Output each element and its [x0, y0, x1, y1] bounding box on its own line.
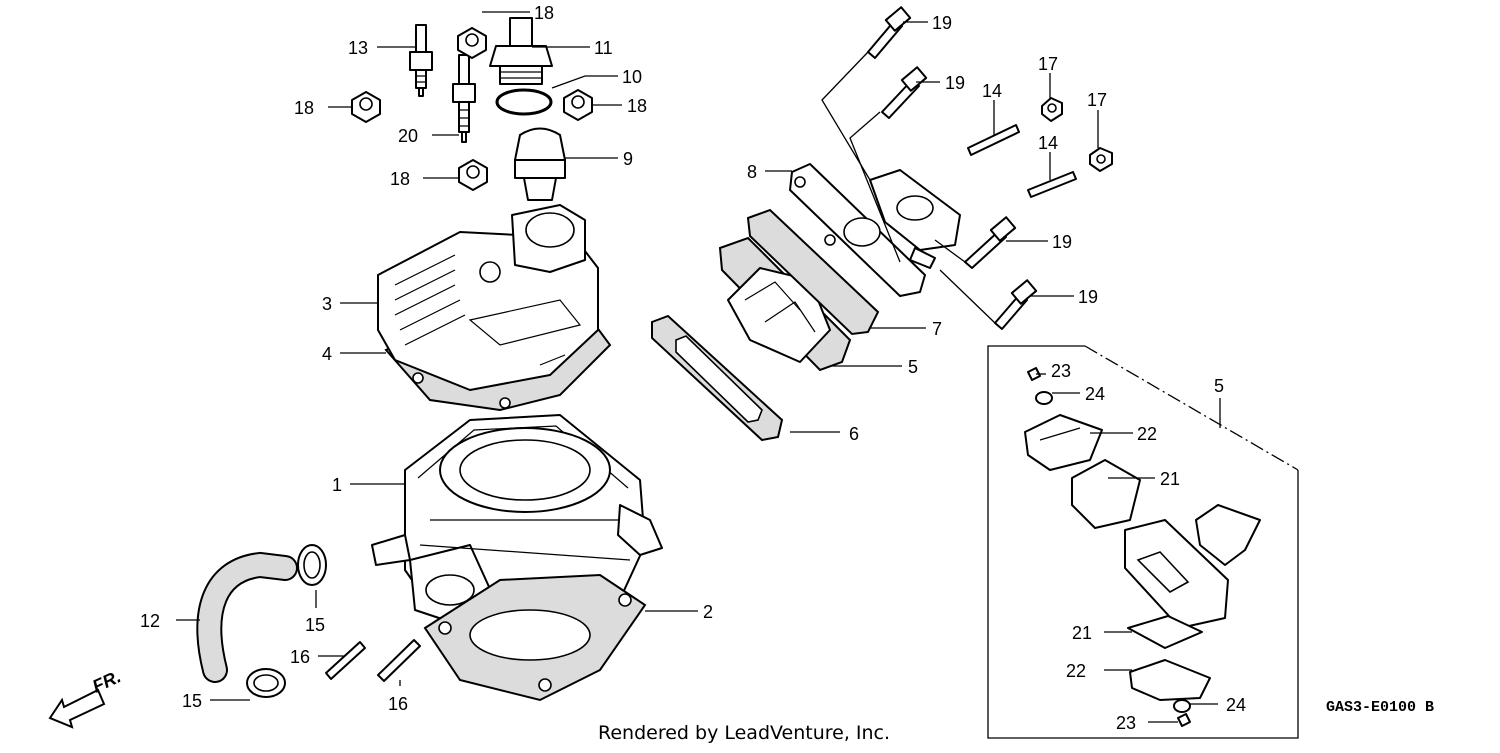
stud-16-left — [325, 641, 366, 680]
callout-24b: 24 — [1226, 695, 1246, 715]
callout-10: 10 — [622, 67, 642, 87]
callout-7: 7 — [932, 319, 942, 339]
reed-valve-gasket-6 — [651, 314, 784, 442]
callout-21a: 21 — [1160, 469, 1180, 489]
callout-19a: 19 — [932, 13, 952, 33]
hose-clamp-lower — [246, 668, 286, 698]
callout-8: 8 — [747, 162, 757, 182]
callout-17b: 17 — [1087, 90, 1107, 110]
cylinder-base-gasket — [423, 573, 647, 702]
bolt-19-b — [881, 66, 928, 119]
stud-16-right — [377, 639, 421, 682]
nut-18-right — [563, 89, 593, 121]
callout-16a: 16 — [290, 647, 310, 667]
reed-valve-assembly — [718, 236, 852, 372]
front-arrow-icon: FR. — [48, 666, 124, 729]
callout-3: 3 — [322, 294, 332, 314]
callout-1: 1 — [332, 475, 342, 495]
callout-14b: 14 — [1038, 133, 1058, 153]
bolt-19-a — [867, 6, 912, 59]
cylinder-head — [377, 204, 599, 391]
callout-19d: 19 — [1078, 287, 1098, 307]
reed-valve-gasket-7 — [746, 208, 880, 336]
callout-5: 5 — [908, 357, 918, 377]
callout-12: 12 — [140, 611, 160, 631]
callout-14a: 14 — [982, 81, 1002, 101]
callout-21b: 21 — [1072, 623, 1092, 643]
intake-manifold — [789, 163, 961, 297]
thermostat — [514, 127, 566, 201]
callout-18a: 18 — [534, 3, 554, 23]
callout-15a: 15 — [305, 615, 325, 635]
spark-plug-20 — [452, 54, 476, 143]
stud-14-b — [1027, 171, 1077, 198]
hose-clamp-upper — [297, 544, 327, 586]
callout-23b: 23 — [1116, 713, 1136, 733]
spark-plug-13 — [409, 24, 433, 97]
callout-16b: 16 — [388, 694, 408, 714]
callout-22a: 22 — [1137, 424, 1157, 444]
callout-22b: 22 — [1066, 661, 1086, 681]
callout-11: 11 — [594, 38, 613, 58]
callout-23a: 23 — [1051, 361, 1071, 381]
callout-9: 9 — [623, 149, 633, 169]
callout-4: 4 — [322, 344, 332, 364]
nut-17-b — [1089, 147, 1113, 172]
stud-14-a — [967, 124, 1020, 156]
leader-lines — [176, 11, 1221, 723]
nut-18-left — [351, 91, 381, 123]
callout-18b: 18 — [294, 98, 314, 118]
callout-17a: 17 — [1038, 54, 1058, 74]
water-fitting — [489, 17, 553, 85]
callout-18c: 18 — [627, 96, 647, 116]
bolt-19-c — [964, 216, 1017, 269]
callout-labels: 1 2 3 4 5 6 7 8 9 10 11 12 13 14 14 15 1… — [140, 3, 1246, 733]
callout-19c: 19 — [1052, 232, 1072, 252]
callout-2: 2 — [703, 602, 713, 622]
callout-6: 6 — [849, 424, 859, 444]
callout-13: 13 — [348, 38, 368, 58]
callout-20: 20 — [398, 126, 418, 146]
callout-18d: 18 — [390, 169, 410, 189]
water-hose — [196, 551, 298, 683]
callout-15b: 15 — [182, 691, 202, 711]
o-ring — [495, 88, 553, 116]
render-credit: Rendered by LeadVenture, Inc. — [598, 722, 890, 744]
nut-18-bottom — [458, 159, 488, 191]
callout-5-inset: 5 — [1214, 376, 1224, 396]
nut-17-a — [1041, 97, 1063, 122]
bolt-19-d — [994, 279, 1038, 330]
callout-24a: 24 — [1085, 384, 1105, 404]
diagram-code: GAS3-E0100 B — [1326, 699, 1434, 716]
reed-valve-inset — [987, 345, 1299, 739]
nut-18-top — [457, 27, 487, 59]
callout-19b: 19 — [945, 73, 965, 93]
